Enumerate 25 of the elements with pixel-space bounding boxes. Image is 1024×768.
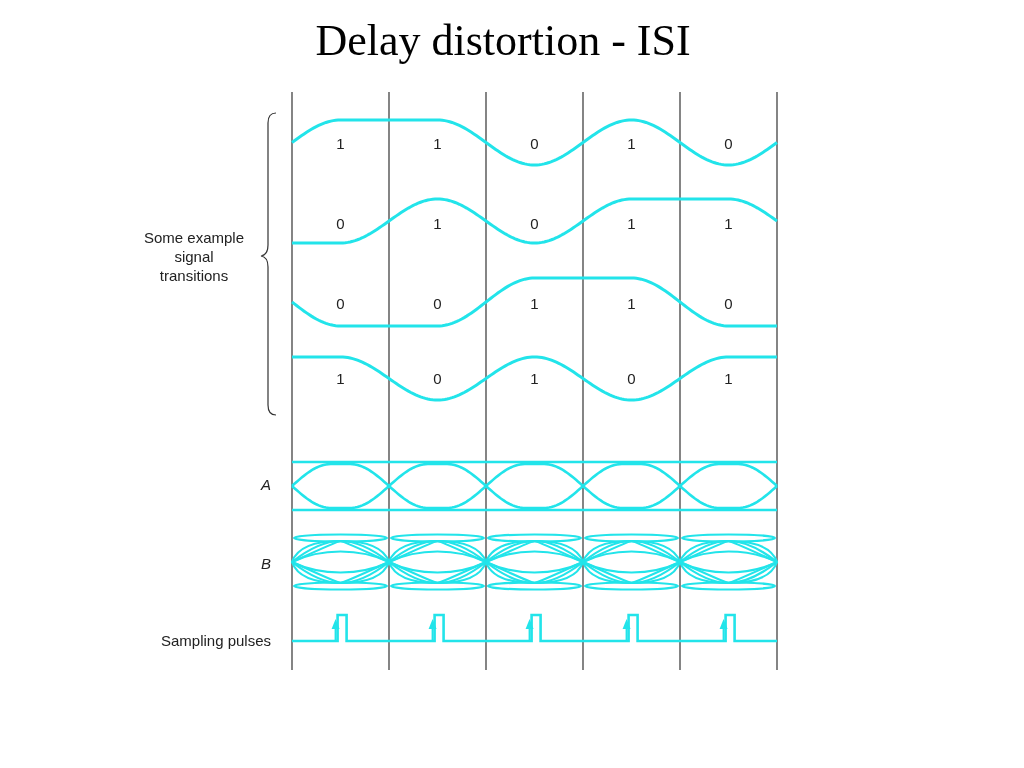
bit-value: 0 [530, 213, 539, 233]
slide-title: Delay distortion - ISI [315, 16, 691, 66]
bit-value: 0 [724, 133, 733, 153]
row-label: A [261, 474, 271, 494]
row-label: Sampling pulses [160, 630, 272, 650]
bit-value: 1 [724, 213, 733, 233]
row-label: B [261, 553, 271, 573]
bit-value: 0 [530, 133, 539, 153]
bit-value: 0 [336, 213, 345, 233]
bit-value: 0 [433, 368, 442, 388]
bit-value: 1 [530, 368, 539, 388]
bit-value: 0 [433, 293, 442, 313]
bit-value: 0 [336, 293, 345, 313]
bit-value: 1 [336, 133, 345, 153]
bit-value: 1 [627, 213, 636, 233]
bit-value: 1 [336, 368, 345, 388]
bit-value: 1 [627, 133, 636, 153]
bit-value: 0 [627, 368, 636, 388]
bit-value: 1 [433, 133, 442, 153]
bit-value: 1 [627, 293, 636, 313]
bracket-label: Some example signal transitions [142, 227, 246, 285]
bit-value: 1 [433, 213, 442, 233]
bit-value: 1 [530, 293, 539, 313]
bit-value: 0 [724, 293, 733, 313]
bit-value: 1 [724, 368, 733, 388]
